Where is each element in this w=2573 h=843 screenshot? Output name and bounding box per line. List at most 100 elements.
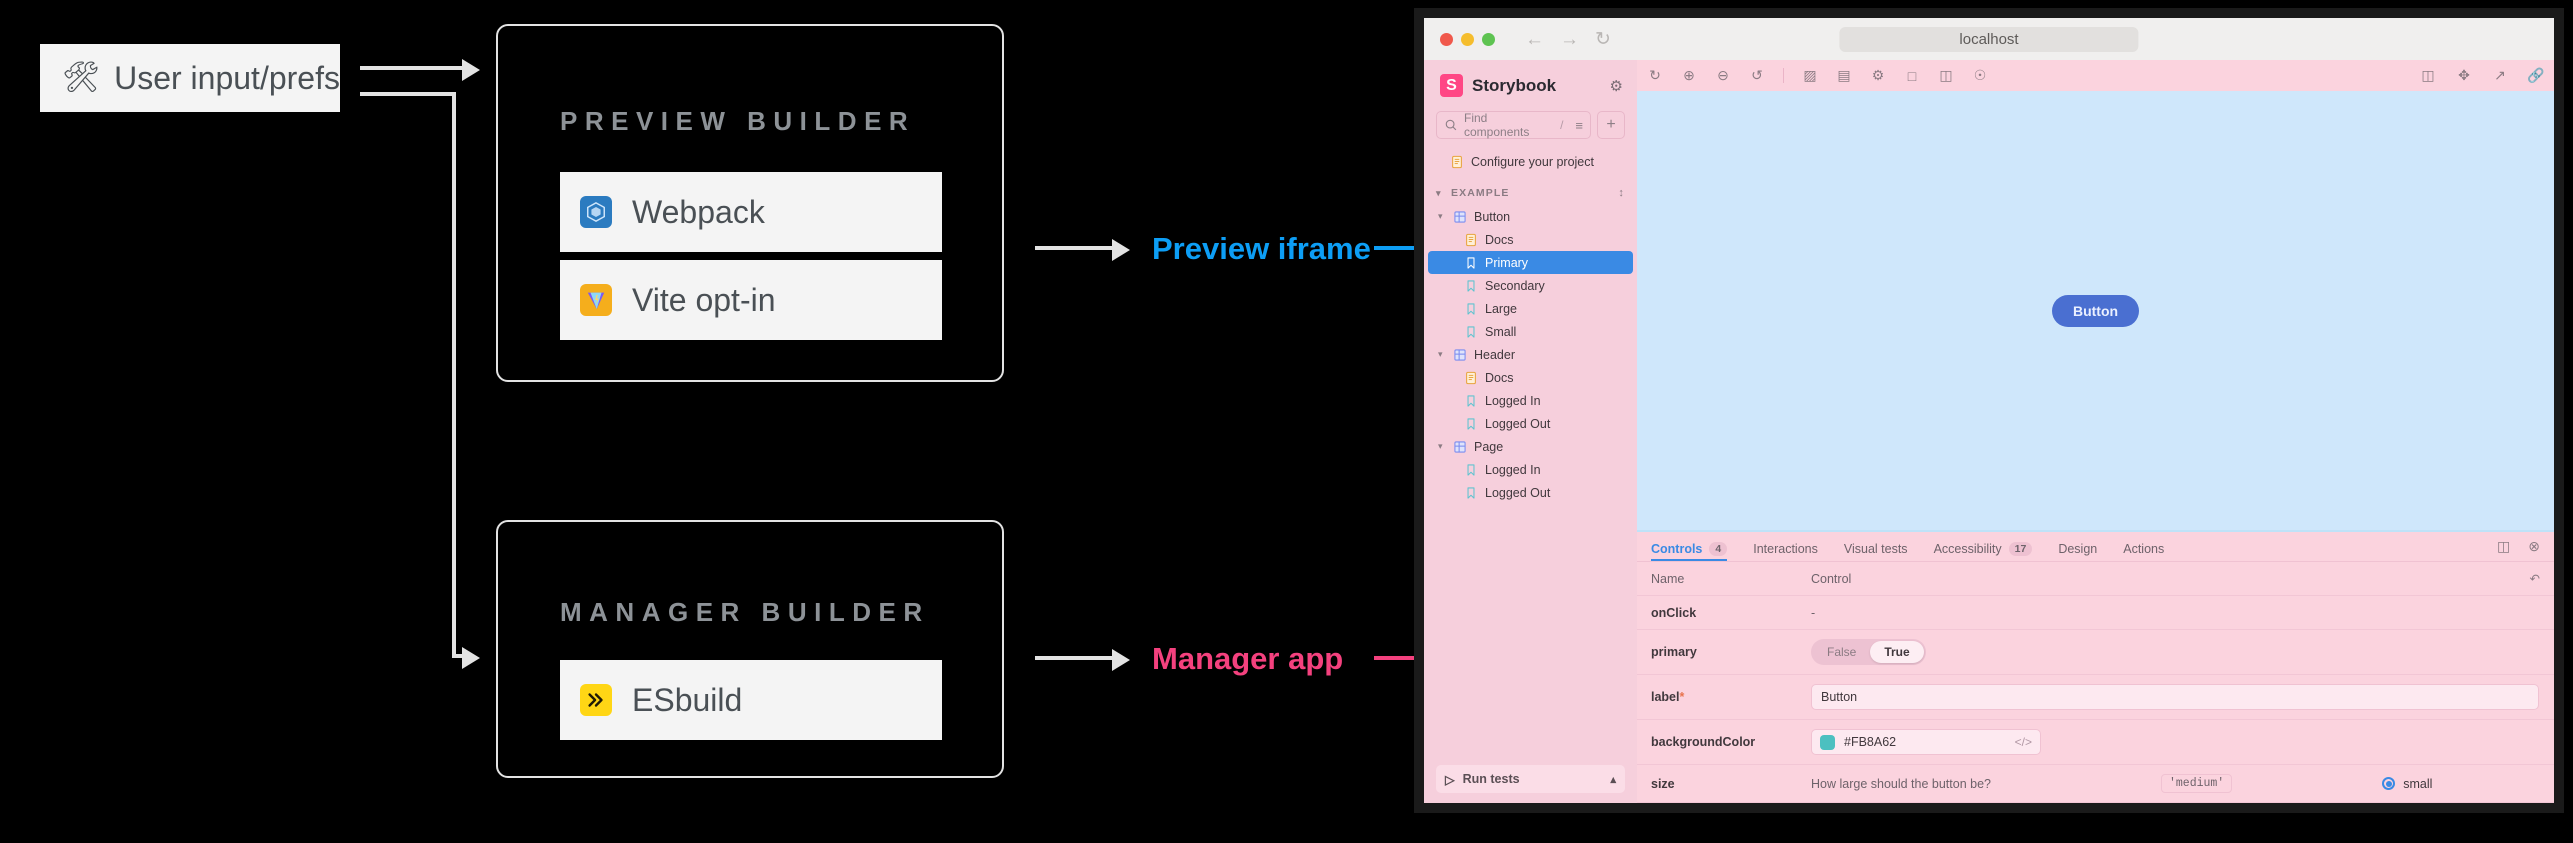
tab-visual-tests[interactable]: Visual tests [1844, 532, 1908, 561]
toggle-false-option[interactable]: False [1827, 645, 1857, 659]
sidebar-item-button-docs[interactable]: Docs [1436, 228, 1625, 251]
size-description: How large should the button be? [1811, 776, 1991, 791]
outline-icon[interactable]: □ [1907, 67, 1917, 84]
measure-icon[interactable]: ⚙ [1871, 67, 1885, 83]
toolbar-divider [1783, 68, 1784, 83]
background-icon[interactable]: ▨ [1803, 67, 1817, 83]
sidebar-item-button-small[interactable]: Small [1436, 320, 1625, 343]
sidebar-item-button-primary[interactable]: Primary [1428, 251, 1633, 274]
manager-builder-item-esbuild[interactable]: ESbuild [560, 660, 942, 740]
fullscreen-icon[interactable]: ✥ [2458, 67, 2470, 83]
preview-builder-item-label: Webpack [632, 193, 765, 230]
tab-actions[interactable]: Actions [2123, 532, 2164, 561]
sidebar-item-label: Page [1474, 439, 1504, 454]
code-icon[interactable]: </> [2014, 735, 2032, 749]
sidebar-section-example[interactable]: ▾ EXAMPLE ↕ [1436, 181, 1625, 205]
tab-interactions[interactable]: Interactions [1753, 532, 1818, 561]
sidebar-item-page-logged-in[interactable]: Logged In [1436, 458, 1625, 481]
copy-link-icon[interactable]: 🔗 [2527, 67, 2545, 83]
storybook-brand[interactable]: S Storybook ⚙ [1436, 60, 1625, 97]
node-user-input[interactable]: 🛠 User input/prefs [40, 44, 340, 112]
doc-icon [1466, 371, 1476, 384]
controls-header-row: Name Control ↶ [1637, 562, 2554, 596]
preview-builder-item-vite[interactable]: Vite opt-in [560, 260, 942, 340]
color-swatch-icon[interactable] [1820, 734, 1835, 750]
sidebar-item-header[interactable]: ▾ Header [1436, 343, 1625, 366]
component-icon [1454, 440, 1466, 453]
accessibility-icon[interactable]: ☉ [1973, 67, 1987, 83]
chevron-down-icon: ▾ [1436, 187, 1442, 198]
tab-accessibility[interactable]: Accessibility 17 [1934, 532, 2033, 561]
sidebar-item-button-secondary[interactable]: Secondary [1436, 274, 1625, 297]
reset-controls-icon[interactable]: ↶ [2514, 562, 2554, 596]
sidebar-item-label: Button [1474, 209, 1511, 224]
component-tree: Configure your project ▾ EXAMPLE ↕ ▾ [1428, 150, 1633, 504]
play-icon: ▷ [1445, 772, 1455, 787]
sidebar-item-button[interactable]: ▾ Button [1436, 205, 1625, 228]
search-input[interactable]: Find components / ≡ [1436, 111, 1591, 139]
tab-controls[interactable]: Controls 4 [1651, 532, 1728, 561]
size-radio-small[interactable]: small [2382, 777, 2432, 791]
table-row: onClick - [1637, 595, 2554, 630]
close-panel-icon[interactable]: ⊗ [2528, 538, 2540, 554]
controls-table: Name Control ↶ onClick - [1637, 562, 2554, 803]
background-color-input[interactable]: #FB8A62 </> [1811, 729, 2041, 755]
table-row: label* Button [1637, 674, 2554, 720]
size-default-token: 'medium' [2161, 774, 2233, 793]
reload-icon[interactable]: ↻ [1595, 28, 1611, 50]
zoom-in-icon[interactable]: ⊕ [1683, 67, 1695, 83]
preview-builder-box: PREVIEW BUILDER Webpack Vite opt-in [496, 24, 1004, 382]
sidebar-item-configure-your-project[interactable]: Configure your project [1436, 150, 1625, 173]
storybook-title: Storybook [1472, 75, 1557, 95]
story-icon [1467, 325, 1475, 338]
tab-design[interactable]: Design [2058, 532, 2097, 561]
window-controls[interactable] [1440, 32, 1495, 46]
sidebar-item-label: Logged In [1485, 393, 1541, 408]
component-icon [1454, 210, 1466, 223]
gear-icon[interactable]: ⚙ [1609, 77, 1623, 95]
sidebar-toggle-icon[interactable]: ◫ [2421, 67, 2435, 83]
run-tests-button[interactable]: ▷ Run tests ▴ [1436, 765, 1625, 793]
sidebar-item-header-logged-out[interactable]: Logged Out [1436, 412, 1625, 435]
panel-position-icon[interactable]: ◫ [2497, 538, 2511, 554]
maximize-window-button[interactable] [1482, 32, 1495, 46]
sidebar-item-page[interactable]: ▾ Page [1436, 435, 1625, 458]
url-bar[interactable]: localhost [1839, 26, 2139, 52]
arrow-left-icon[interactable]: ← [1525, 28, 1544, 50]
storybook-screenshot: ← → ↻ localhost S Storybook ⚙ [1414, 8, 2564, 813]
preview-builder-item-webpack[interactable]: Webpack [560, 172, 942, 252]
sidebar-item-header-logged-in[interactable]: Logged In [1436, 389, 1625, 412]
sidebar-item-button-large[interactable]: Large [1436, 297, 1625, 320]
vite-icon [580, 284, 612, 316]
zoom-reset-icon[interactable]: ↺ [1751, 67, 1763, 83]
arrowhead-user-to-manager [462, 647, 480, 669]
viewport-icon[interactable]: ◫ [1939, 67, 1953, 83]
add-component-button[interactable]: + [1597, 111, 1625, 139]
label-text-input[interactable]: Button [1811, 684, 2540, 710]
search-placeholder: Find components [1464, 111, 1530, 139]
arrow-right-icon[interactable]: → [1560, 28, 1579, 50]
control-value-backgroundcolor: #FB8A62 </> [1797, 719, 2554, 765]
primary-boolean-toggle[interactable]: False True [1811, 639, 1926, 665]
addon-panel: Controls 4 Interactions Visual tests Acc… [1637, 530, 2554, 803]
close-window-button[interactable] [1440, 32, 1453, 46]
zoom-out-icon[interactable]: ⊖ [1717, 67, 1729, 83]
preview-button[interactable]: Button [2051, 294, 2140, 327]
control-name-label: label* [1637, 674, 1797, 720]
toggle-true-option[interactable]: True [1870, 641, 1924, 663]
storybook-sidebar: S Storybook ⚙ Find components / ≡ + [1424, 60, 1637, 803]
chevron-up-icon[interactable]: ▴ [1610, 773, 1616, 786]
grid-icon[interactable]: ▤ [1837, 67, 1851, 83]
remount-icon[interactable]: ↻ [1649, 67, 1661, 83]
sidebar-item-page-logged-out[interactable]: Logged Out [1436, 481, 1625, 504]
esbuild-icon [580, 684, 612, 716]
expand-collapse-all-icon[interactable]: ↕ [1618, 187, 1625, 199]
open-new-tab-icon[interactable]: ↗ [2494, 67, 2506, 83]
filter-icon[interactable]: ≡ [1575, 117, 1583, 133]
required-asterisk-icon: * [1679, 690, 1685, 704]
chevron-down-icon: ▾ [1438, 211, 1443, 221]
minimize-window-button[interactable] [1461, 32, 1474, 46]
sidebar-item-header-docs[interactable]: Docs [1436, 366, 1625, 389]
connector-manager-to-label [1035, 656, 1117, 660]
control-value-label: Button [1797, 674, 2554, 720]
